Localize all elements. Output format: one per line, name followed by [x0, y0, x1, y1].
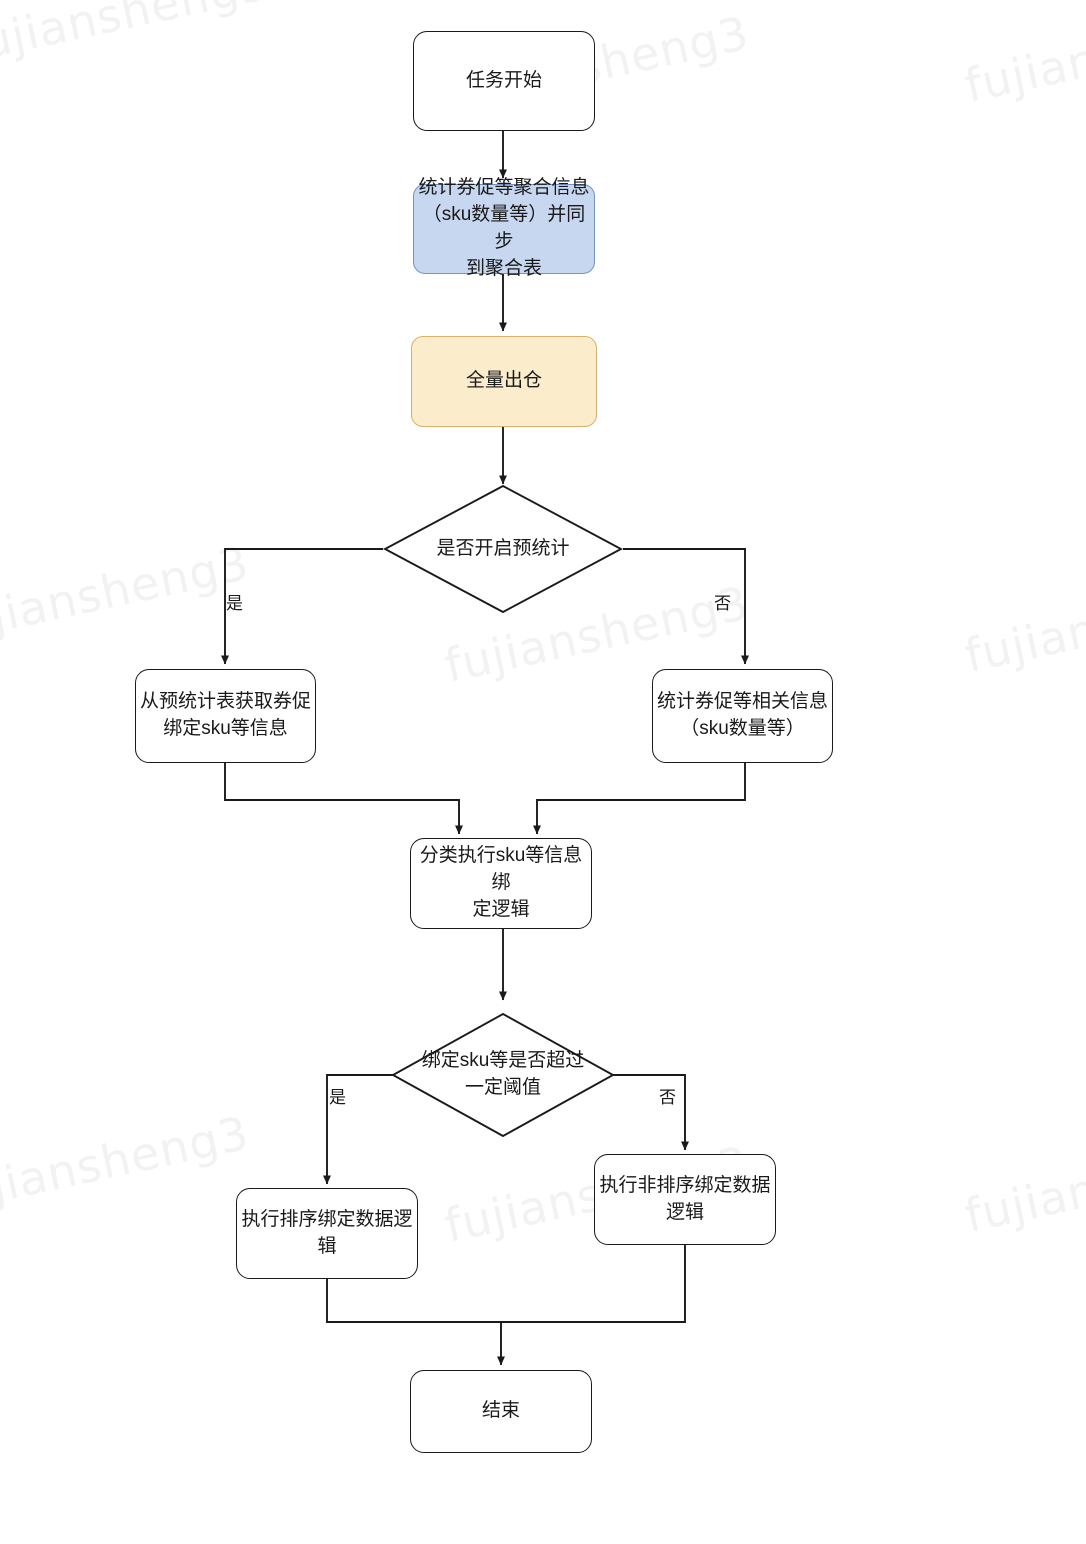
node-full-out[interactable]: 全量出仓	[411, 336, 597, 427]
node-aggregate-info[interactable]: 统计券促等聚合信息 （sku数量等）并同步 到聚合表	[413, 177, 595, 279]
node-decision-threshold[interactable]: 绑定sku等是否超过 一定阈值	[391, 1012, 615, 1138]
node-decision-threshold-label: 绑定sku等是否超过 一定阈值	[421, 1050, 585, 1098]
edge-decision-threshold-no	[611, 1074, 689, 1151]
edge-decision-pre-yes	[221, 548, 383, 665]
edge-label-pre-no: 否	[714, 594, 731, 613]
node-sorted-bind-logic[interactable]: 执行排序绑定数据逻 辑	[236, 1188, 418, 1279]
node-start[interactable]: 任务开始	[413, 31, 595, 131]
node-stat-related-info[interactable]: 统计券促等相关信息 （sku数量等）	[652, 669, 833, 763]
node-unsorted-bind-logic[interactable]: 执行非排序绑定数据 逻辑	[594, 1154, 776, 1245]
edge-label-pre-yes: 是	[226, 594, 243, 613]
node-decision-pre-stat[interactable]: 是否开启预统计	[383, 484, 623, 614]
edge-sortedbind-to-end	[326, 1279, 505, 1366]
node-end[interactable]: 结束	[410, 1370, 592, 1453]
edge-unsortedbind-to-end	[501, 1245, 686, 1323]
edge-decision-pre-no	[623, 548, 749, 665]
edge-frompretable-to-classify	[224, 763, 463, 835]
node-decision-pre-stat-label: 是否开启预统计	[436, 537, 570, 559]
diamond-shape	[391, 1012, 615, 1138]
node-classify-bind-logic[interactable]: 分类执行sku等信息绑 定逻辑	[410, 838, 592, 929]
edge-label-threshold-no: 否	[659, 1088, 676, 1107]
edge-decision-threshold-yes	[323, 1074, 395, 1185]
edge-statrelated-to-classify	[533, 763, 746, 835]
diamond-shape	[383, 484, 623, 614]
edge-label-threshold-yes: 是	[329, 1088, 346, 1107]
node-from-pre-stat-table[interactable]: 从预统计表获取券促 绑定sku等信息	[135, 669, 316, 763]
